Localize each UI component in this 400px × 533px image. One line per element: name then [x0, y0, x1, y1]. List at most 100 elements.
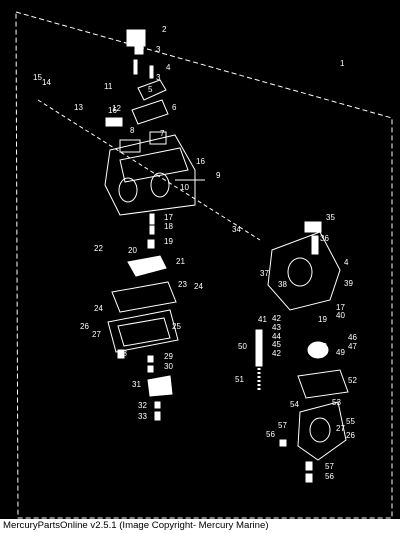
callout-label: 33: [138, 412, 147, 421]
drain-screw-part: [117, 349, 125, 359]
screw-part: [305, 473, 313, 483]
callout-label: 32: [138, 401, 147, 410]
mounting-plate-part: [297, 369, 349, 399]
pump-body-part: [297, 401, 347, 461]
callout-label: 40: [336, 311, 345, 320]
callout-label: 22: [94, 244, 103, 253]
callout-label: 30: [164, 362, 173, 371]
callout-label: 39: [344, 279, 353, 288]
screw-part: [305, 461, 313, 471]
callout-label: 49: [336, 348, 345, 357]
callout-label: 7: [160, 129, 165, 138]
callout-label: 14: [42, 78, 51, 87]
callout-label: 55: [346, 417, 355, 426]
callout-label: 42: [272, 314, 281, 323]
callout-label: 26: [346, 431, 355, 440]
float-bowl-gasket-part: [111, 281, 177, 313]
callout-label: 50: [238, 342, 247, 351]
assembly-boundary: [15, 11, 393, 519]
callout-labels: 1233456789101112131415161617181920212223…: [33, 25, 357, 481]
callout-label: 53: [332, 398, 341, 407]
callout-label: 47: [348, 342, 357, 351]
exploded-parts-diagram: 1233456789101112131415161617181920212223…: [15, 11, 393, 519]
callout-label: 4: [166, 63, 171, 72]
callout-label: 1: [340, 59, 345, 68]
callout-label: 5: [148, 85, 153, 94]
callout-label: 38: [278, 280, 287, 289]
cover-plate-part: [137, 79, 167, 101]
callout-label: 36: [320, 234, 329, 243]
callout-label: 16: [196, 157, 205, 166]
callout-label: 57: [325, 462, 334, 471]
callout-label: 57: [278, 421, 287, 430]
diagram-artwork: [15, 11, 393, 519]
screw-part: [133, 59, 138, 75]
screw-part: [154, 401, 161, 409]
callout-label: 46: [348, 333, 357, 342]
callout-label: 52: [348, 376, 357, 385]
screw-part: [149, 65, 154, 79]
plunger-part: [255, 329, 263, 367]
callout-label: 17: [164, 213, 173, 222]
screw-part: [149, 213, 155, 225]
callout-label: 24: [94, 304, 103, 313]
screw-part: [279, 439, 287, 447]
throttle-shaft-line: [37, 99, 261, 241]
callout-label: 48: [318, 342, 327, 351]
callout-label: 19: [318, 315, 327, 324]
callout-label: 18: [164, 222, 173, 231]
callout-label: 27: [92, 330, 101, 339]
callout-label: 15: [33, 73, 42, 82]
callout-label: 16: [108, 106, 117, 115]
callout-label: 37: [260, 269, 269, 278]
float-part: [127, 255, 167, 277]
plug-part: [147, 239, 155, 249]
float-bowl-part: [107, 309, 179, 353]
callout-label: 56: [325, 472, 334, 481]
callout-label: 56: [266, 430, 275, 439]
callout-label: 3: [156, 45, 161, 54]
callout-label: 11: [104, 82, 113, 91]
callout-label: 26: [80, 322, 89, 331]
callout-label: 29: [164, 352, 173, 361]
callout-label: 24: [194, 282, 203, 291]
callout-label: 2: [162, 25, 167, 34]
screw-part: [149, 225, 155, 235]
callout-label: 6: [172, 103, 177, 112]
callout-label: 23: [178, 280, 187, 289]
callout-label: 10: [180, 183, 189, 192]
callout-label: 3: [156, 73, 161, 82]
callout-label: 25: [172, 322, 181, 331]
callout-label: 12: [112, 104, 121, 113]
callout-label: 20: [128, 246, 137, 255]
callout-label: 31: [132, 380, 141, 389]
washer-part: [147, 365, 154, 373]
callout-label: 51: [235, 375, 244, 384]
diaphragm-part: [307, 341, 329, 359]
callout-label: 45: [272, 340, 281, 349]
washer-part: [147, 355, 154, 363]
top-cap-part: [126, 29, 146, 55]
callout-label: 41: [258, 315, 267, 324]
callout-label: 54: [290, 400, 299, 409]
gasket-part: [131, 99, 169, 125]
carburetor-body-part: [104, 131, 205, 216]
callout-label: 43: [272, 323, 281, 332]
callout-label: 35: [326, 213, 335, 222]
callout-label: 44: [272, 332, 281, 341]
callout-label: 17: [336, 303, 345, 312]
callout-label: 28: [118, 349, 127, 358]
callout-label: 13: [74, 103, 83, 112]
callout-label: 19: [164, 237, 173, 246]
callout-label: 42: [272, 349, 281, 358]
bottom-cover-part: [147, 375, 173, 397]
callout-label: 9: [216, 171, 221, 180]
callout-label: 21: [176, 257, 185, 266]
screw-part: [154, 411, 161, 421]
bracket-part: [105, 117, 123, 127]
callout-label: 27: [336, 424, 345, 433]
enrichener-assembly-part: [267, 221, 341, 311]
copyright-footer: MercuryPartsOnline v2.5.1 (Image Copyrig…: [0, 519, 400, 533]
callout-label: 34: [232, 225, 241, 234]
